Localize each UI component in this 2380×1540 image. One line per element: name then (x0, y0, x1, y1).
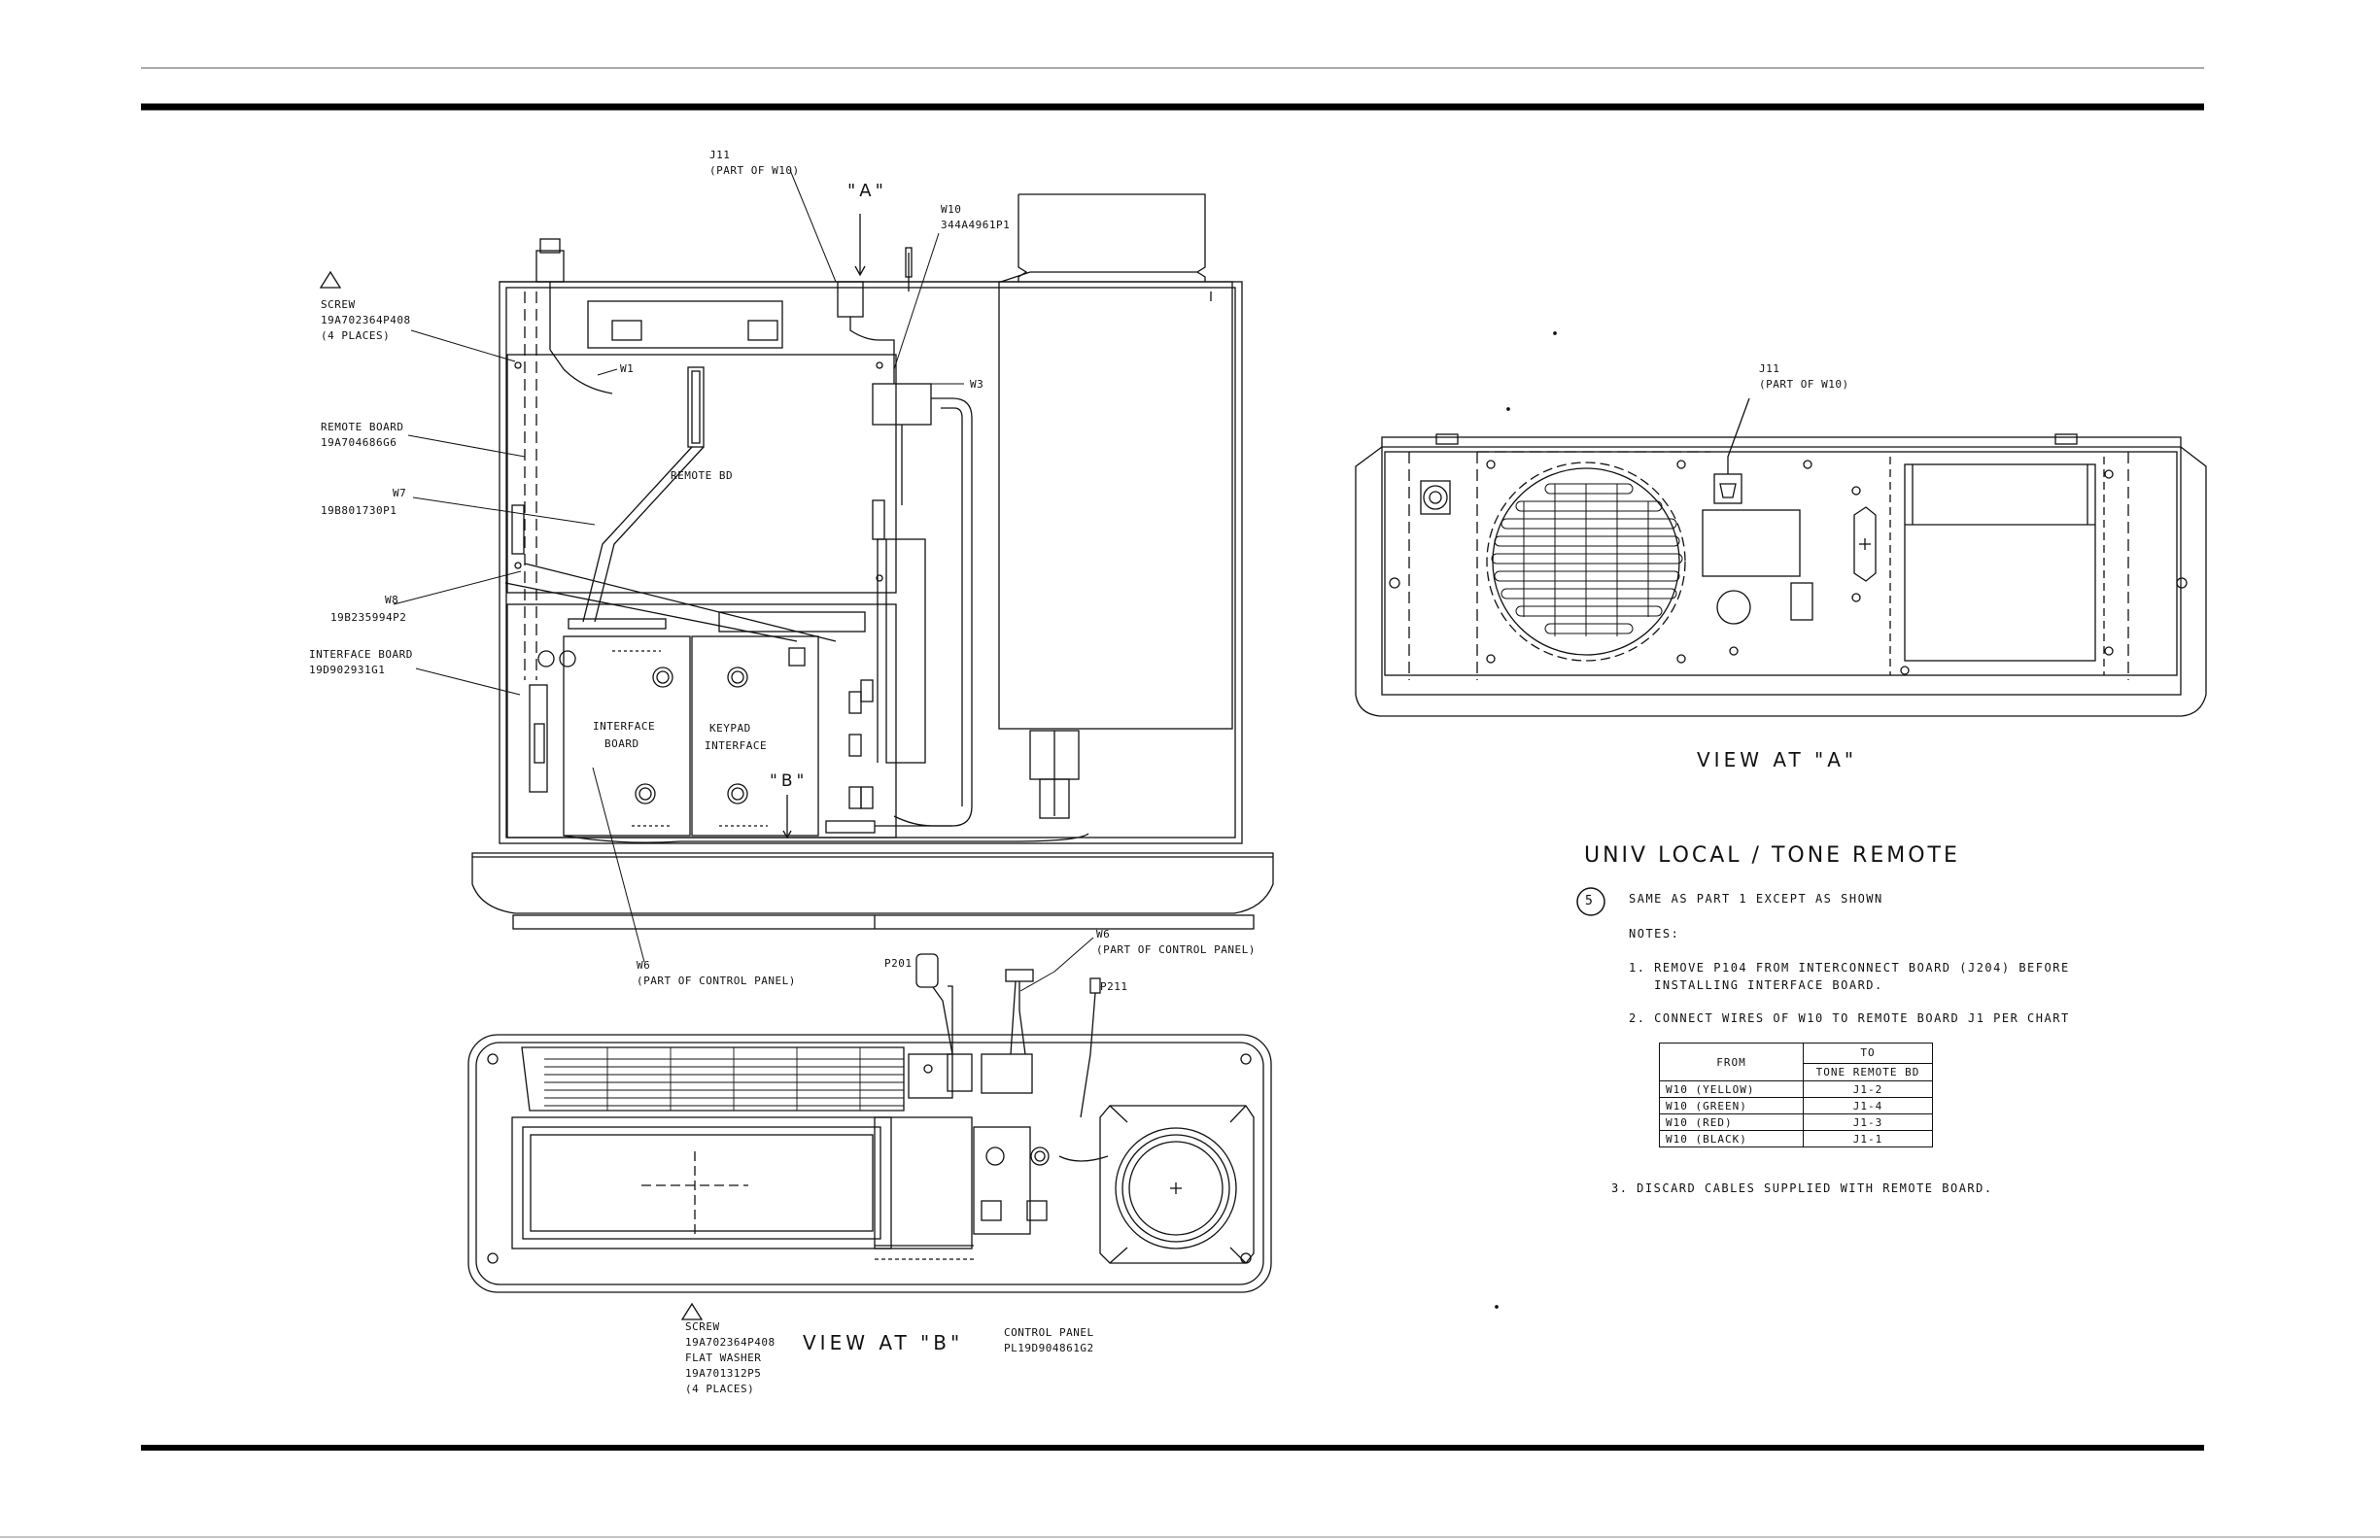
w7-callout-line2: 19B801730P1 (321, 504, 397, 517)
remote-board-callout-line1: REMOTE BOARD (321, 421, 404, 433)
caution-triangle-icon (319, 270, 342, 289)
chart-row-from: W10 (BLACK) (1659, 1130, 1804, 1147)
keypad-label-line2: INTERFACE (705, 739, 768, 752)
view-b-screw-line4: 19A701312P5 (685, 1367, 762, 1380)
w6-right-callout-line2: (PART OF CONTROL PANEL) (1096, 943, 1256, 956)
caution-triangle-icon (680, 1302, 704, 1320)
chart-row-to: J1-1 (1803, 1130, 1933, 1147)
remote-bd-label: REMOTE BD (671, 469, 734, 482)
part-number: 5 (1585, 894, 1594, 908)
notes-label: NOTES: (1629, 927, 1680, 941)
j11-callout-line1: J11 (709, 149, 731, 161)
interface-board-callout-line2: 19D902931G1 (309, 664, 386, 676)
callout-leaders (393, 169, 1094, 992)
w6-right-callout-line1: W6 (1096, 928, 1111, 941)
screw-callout-line1: SCREW (321, 298, 356, 311)
view-b-marker: "B" (770, 771, 809, 791)
control-panel-callout-line1: CONTROL PANEL (1004, 1326, 1094, 1339)
view-b-screw-line2: 19A702364P408 (685, 1336, 776, 1349)
chart-row-to: J1-3 (1803, 1113, 1933, 1131)
w6-left-callout-line1: W6 (637, 959, 651, 972)
chart-row-to: J1-2 (1803, 1080, 1933, 1098)
view-a-marker: "A" (847, 181, 887, 201)
screw-callout-line3: (4 PLACES) (321, 329, 391, 342)
chart-row: W10 (GREEN) J1-4 (1659, 1097, 1933, 1114)
view-b-screw-line5: (4 PLACES) (685, 1383, 755, 1395)
note-2: 2. CONNECT WIRES OF W10 TO REMOTE BOARD … (1629, 1011, 2070, 1025)
j11-callout-line2: (PART OF W10) (709, 164, 800, 177)
view-b-drawing (467, 953, 1272, 1293)
w8-callout-line1: W8 (385, 594, 399, 606)
chart-to-subheader: TONE REMOTE BD (1803, 1062, 1933, 1082)
view-b-screw-line1: SCREW (685, 1320, 720, 1333)
part-number-circle (1576, 887, 1605, 916)
screw-callout-line2: 19A702364P408 (321, 314, 411, 326)
same-as-text: SAME AS PART 1 EXCEPT AS SHOWN (1629, 892, 1883, 906)
chart-row-to: J1-4 (1803, 1097, 1933, 1114)
p201-label: P201 (884, 957, 913, 970)
interface-board-label-line2: BOARD (604, 737, 639, 750)
view-a-drawing (1355, 397, 2207, 717)
chart-to-header: TO (1803, 1043, 1933, 1064)
view-b-title: VIEW AT "B" (803, 1331, 964, 1354)
remote-board-callout-line2: 19A704686G6 (321, 436, 397, 449)
chart-row-from: W10 (GREEN) (1659, 1097, 1804, 1114)
w10-callout-line1: W10 (941, 203, 962, 216)
chart-row-from: W10 (YELLOW) (1659, 1080, 1804, 1098)
view-a-j11-line1: J11 (1759, 362, 1780, 375)
w6-left-callout-line2: (PART OF CONTROL PANEL) (637, 975, 796, 987)
control-panel-callout-line2: PL19D904861G2 (1004, 1342, 1094, 1354)
note-1-line2: INSTALLING INTERFACE BOARD. (1629, 978, 1883, 992)
w8-callout-line2: 19B235994P2 (330, 611, 407, 624)
chart-row-from: W10 (RED) (1659, 1113, 1804, 1131)
chart-from-header: FROM (1659, 1043, 1804, 1081)
view-a-title: VIEW AT "A" (1697, 748, 1858, 771)
w7-callout-line1: W7 (393, 487, 407, 499)
interface-board-label-line1: INTERFACE (593, 720, 656, 733)
w10-callout-line2: 344A4961P1 (941, 219, 1011, 231)
note-1-line1: 1. REMOVE P104 FROM INTERCONNECT BOARD (… (1629, 961, 2070, 975)
view-b-screw-line3: FLAT WASHER (685, 1352, 762, 1364)
wire-connection-chart: FROM TO TONE REMOTE BD W10 (YELLOW) J1-2… (1659, 1043, 1933, 1147)
keypad-label-line1: KEYPAD (709, 722, 751, 735)
chart-row: W10 (BLACK) J1-1 (1659, 1130, 1933, 1147)
note-3: 3. DISCARD CABLES SUPPLIED WITH REMOTE B… (1611, 1181, 1993, 1195)
chart-row: W10 (YELLOW) J1-2 (1659, 1080, 1933, 1098)
p211-label: P211 (1100, 980, 1128, 993)
notes-heading: UNIV LOCAL / TONE REMOTE (1584, 843, 1960, 868)
view-a-j11-line2: (PART OF W10) (1759, 378, 1849, 391)
w3-label: W3 (970, 378, 984, 391)
chart-row: W10 (RED) J1-3 (1659, 1113, 1933, 1131)
interface-board-callout-line1: INTERFACE BOARD (309, 648, 413, 661)
w1-label: W1 (620, 362, 635, 375)
main-chassis-view (471, 193, 1274, 930)
